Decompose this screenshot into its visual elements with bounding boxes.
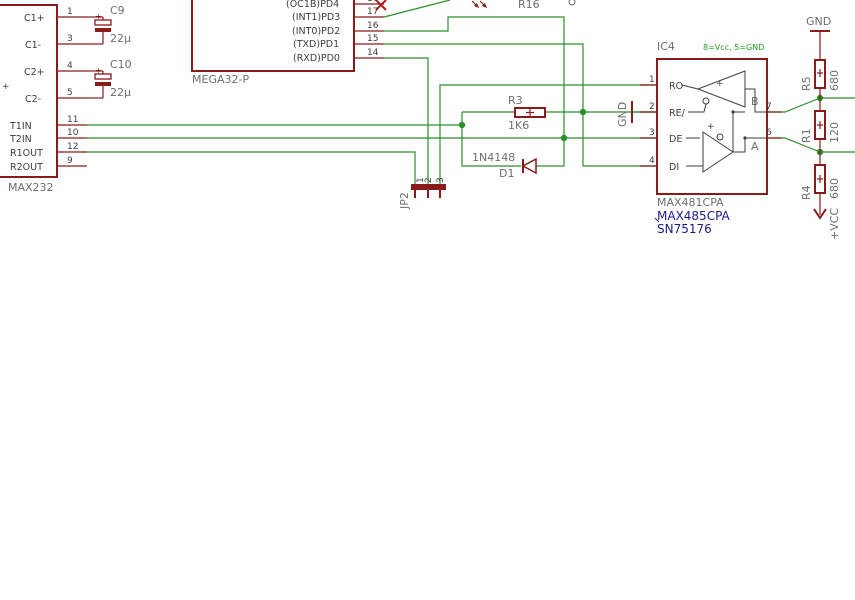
- gnd-symbol-top: GND: [806, 15, 831, 60]
- max232-pin-number: 4: [67, 61, 73, 71]
- mega32-pin-number: 15: [367, 34, 378, 44]
- jp2-pin-number: 1: [416, 177, 426, 183]
- ic4-chip: IC4 8=Vcc, 5=GND RO RE/ DE DI B A 1 2 3 …: [640, 40, 782, 236]
- mega32-pin-label: (INT0)PD2: [292, 26, 340, 37]
- jp2-pin-number: 2: [424, 177, 434, 183]
- vcc-symbol-bottom: +VCC: [813, 208, 841, 240]
- c9-name: C9: [110, 4, 125, 17]
- r4-name: R4: [800, 185, 813, 200]
- max232-pin-number: 10: [67, 128, 79, 138]
- c10-name: C10: [110, 58, 132, 71]
- ic4-pin-label: DI: [669, 162, 679, 173]
- mega32-pin-label: (INT1)PD3: [292, 12, 340, 23]
- mega32-pin-number: 14: [367, 48, 379, 58]
- gnd-label-top: GND: [806, 15, 831, 28]
- c9-value: 22µ: [110, 32, 131, 45]
- resistor-r4: R4 680: [800, 152, 841, 215]
- gnd-symbol-ic4: GND: [616, 101, 633, 127]
- ic4-pin-number: 1: [649, 75, 655, 85]
- no-connect-icon: [375, 0, 387, 11]
- capacitor-c10: + C10 22µ: [87, 58, 132, 99]
- r3-value: 1K6: [508, 119, 529, 132]
- svg-text:+: +: [95, 12, 102, 21]
- receiver-buffer-icon: +: [681, 70, 746, 113]
- ic4-pin-label: DE: [669, 134, 682, 145]
- driver-buffer-icon: +: [686, 122, 734, 173]
- ic4-pin-number: 4: [649, 156, 655, 166]
- ic4-pin-number: 7: [766, 102, 772, 112]
- max232-pin-number: 11: [67, 115, 78, 125]
- capacitor-c9: + C9 22µ: [87, 4, 131, 45]
- junctions: [458, 94, 824, 156]
- gnd-label-ic4: GND: [616, 102, 629, 127]
- c10-value: 22µ: [110, 86, 131, 99]
- svg-text:+: +: [707, 122, 715, 132]
- svg-text:+: +: [716, 79, 724, 89]
- max232-pin-label: T2IN: [9, 134, 32, 145]
- ic4-alt-part-1: MAX485CPA: [657, 209, 731, 223]
- ic4-name: IC4: [657, 40, 675, 53]
- diode-d1: 1N4148 D1: [472, 151, 537, 180]
- max232-pin-number: 3: [67, 34, 73, 44]
- ic4-pin-number: 6: [766, 128, 772, 138]
- resistor-r1: R1 120: [800, 98, 841, 152]
- max232-pin-number: 1: [67, 7, 73, 17]
- mega32-name: MEGA32-P: [192, 73, 249, 86]
- max232-pin-label: C2-: [25, 94, 41, 105]
- max232-pin-label: R2OUT: [10, 162, 43, 173]
- ic4-alt-part-2: SN75176: [657, 222, 712, 236]
- r4-value: 680: [828, 178, 841, 199]
- r1-name: R1: [800, 128, 813, 143]
- ic4-supply-note: 8=Vcc, 5=GND: [703, 43, 764, 52]
- max232-pin-number: 12: [67, 142, 78, 152]
- led-r16-fragment: R16: [471, 0, 576, 11]
- svg-text:+: +: [95, 66, 102, 75]
- r5-value: 680: [828, 70, 841, 91]
- ic4-pin-number: 3: [649, 128, 655, 138]
- r3-name: R3: [508, 94, 523, 107]
- jp2-name: JP2: [398, 192, 411, 210]
- resistor-r3: R3 1K6: [508, 94, 546, 132]
- max232-chip: MAX232 + C1+ C1- C2+ C2- T1IN T2IN R1OUT…: [0, 4, 87, 194]
- mega32-pin-number: 17: [367, 7, 378, 17]
- r5-name: R5: [800, 76, 813, 91]
- max232-pin-number: 5: [67, 88, 73, 98]
- d1-name: D1: [499, 167, 514, 180]
- ic4-value: MAX481CPA: [657, 196, 724, 209]
- led-arrows-icon: [471, 0, 487, 8]
- max232-pin-label: C1+: [24, 13, 45, 24]
- mega32-pin-number: 17: [367, 0, 378, 4]
- jumper-jp2: 1 2 3 JP2: [398, 177, 446, 210]
- ic4-pin-label: A: [751, 140, 759, 153]
- r16-label: R16: [518, 0, 540, 11]
- max232-name: MAX232: [8, 181, 54, 194]
- max232-pin-label: C1-: [25, 40, 41, 51]
- mega32-pin-label: (RXD)PD0: [293, 53, 340, 64]
- mega32-pin-label: (OC1B)PD4: [286, 0, 339, 10]
- resistor-r5: R5 680: [800, 59, 841, 98]
- ic4-body: [656, 58, 768, 195]
- ic4-pin-number: 2: [649, 102, 655, 112]
- max232-body: [0, 4, 58, 178]
- ic4-pin-label: RE/: [669, 108, 686, 119]
- max232-pin-dot: +: [2, 82, 10, 92]
- max232-pin-label: T1IN: [9, 121, 32, 132]
- jp2-pin-number: 3: [436, 177, 446, 183]
- r1-value: 120: [828, 122, 841, 143]
- d1-value: 1N4148: [472, 151, 515, 164]
- max232-pin-number: 9: [67, 156, 73, 166]
- ic4-pin-label: RO: [669, 81, 683, 92]
- wires: [87, 0, 855, 187]
- mega32-pin-label: (TXD)PD1: [293, 39, 339, 50]
- vcc-label-bottom: +VCC: [828, 208, 841, 240]
- max232-pin-label: C2+: [24, 67, 45, 78]
- mega32-chip: MEGA32-P (OC1B)PD4 (INT1)PD3 (INT0)PD2 (…: [191, 0, 387, 86]
- mega32-pin-number: 16: [367, 21, 379, 31]
- max232-pin-label: R1OUT: [10, 148, 43, 159]
